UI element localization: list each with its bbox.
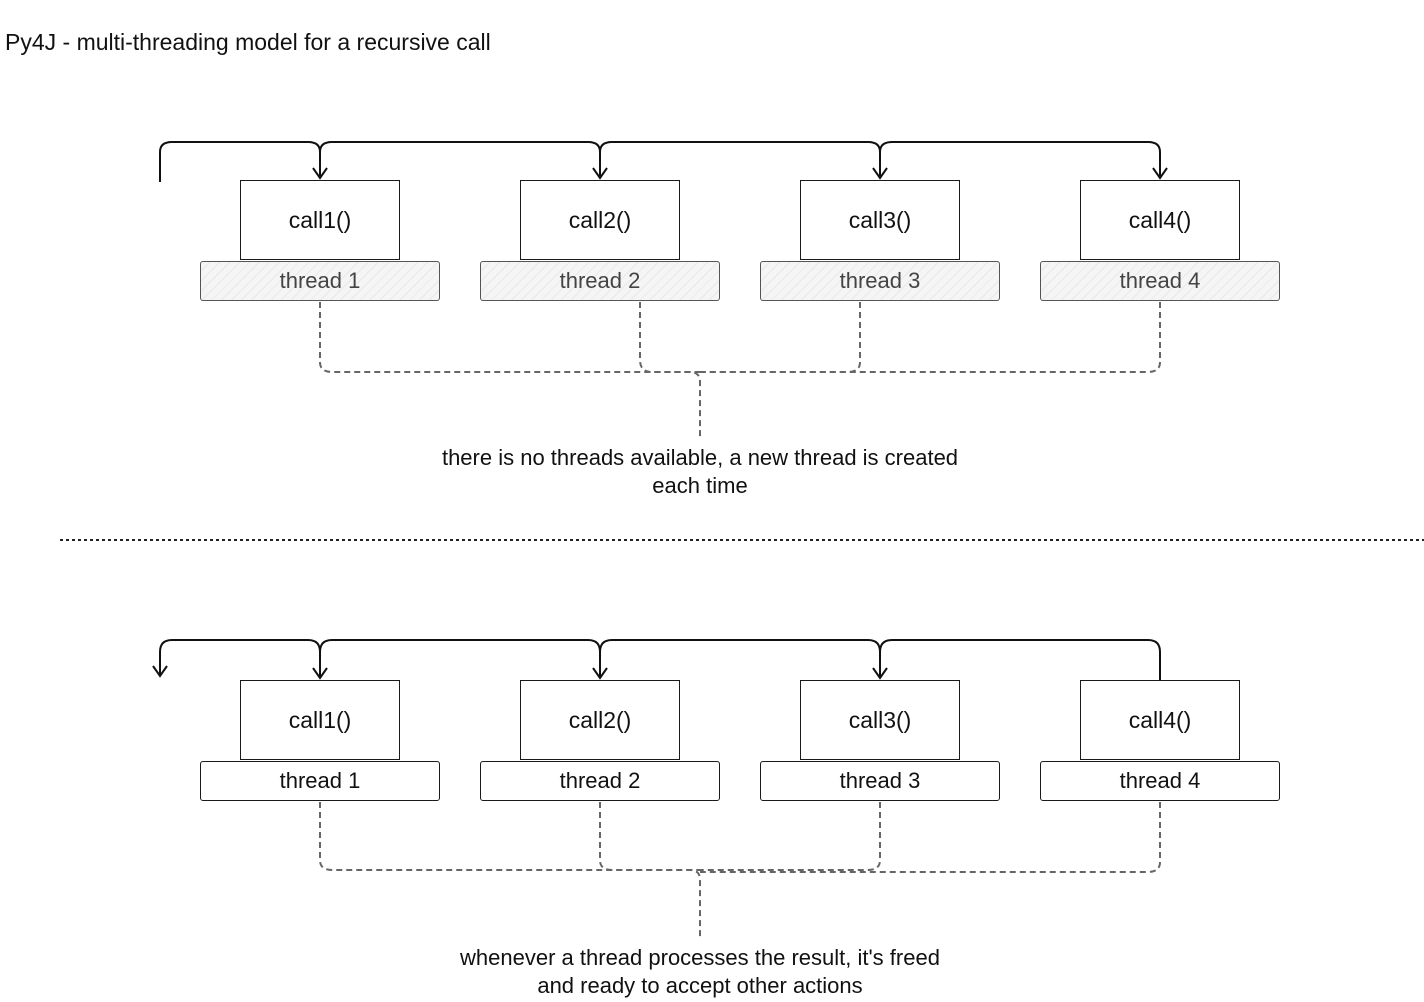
top-note-line-2: each time bbox=[652, 473, 748, 498]
top-arrow-3-4 bbox=[879, 141, 1161, 178]
top-arrow-entry bbox=[159, 141, 321, 182]
bottom-arrow-3-2 bbox=[599, 639, 881, 678]
bottom-note-line-1: whenever a thread processes the result, … bbox=[460, 945, 940, 970]
top-note: there is no threads available, a new thr… bbox=[400, 444, 1000, 500]
top-dash-thread4 bbox=[700, 302, 1161, 373]
bottom-thread-box-4: thread 4 bbox=[1040, 761, 1280, 801]
top-dash-thread3 bbox=[700, 302, 861, 373]
bottom-thread-box-3: thread 3 bbox=[760, 761, 1000, 801]
top-thread-box-1: thread 1 bbox=[200, 261, 440, 301]
bottom-arrow-2-1 bbox=[319, 639, 601, 678]
bottom-thread-box-1: thread 1 bbox=[200, 761, 440, 801]
bottom-call-box-4: call4() bbox=[1080, 680, 1240, 760]
top-call-box-4: call4() bbox=[1080, 180, 1240, 260]
bottom-thread-box-2: thread 2 bbox=[480, 761, 720, 801]
bottom-dash-thread1 bbox=[319, 802, 701, 940]
bottom-arrow-4-3 bbox=[879, 639, 1161, 680]
top-thread-box-3: thread 3 bbox=[760, 261, 1000, 301]
top-dash-thread1 bbox=[319, 302, 701, 440]
top-call-box-2: call2() bbox=[520, 180, 680, 260]
top-thread-box-4: thread 4 bbox=[1040, 261, 1280, 301]
bottom-arrow-exit bbox=[159, 639, 321, 676]
bottom-call-box-2: call2() bbox=[520, 680, 680, 760]
top-dashed-merge bbox=[319, 302, 1161, 440]
top-arrowheads bbox=[312, 167, 1168, 180]
bottom-note-line-2: and ready to accept other actions bbox=[537, 973, 863, 998]
bottom-dash-thread3 bbox=[700, 802, 881, 871]
bottom-note: whenever a thread processes the result, … bbox=[400, 944, 1000, 1000]
bottom-call-box-1: call1() bbox=[240, 680, 400, 760]
top-arrow-2-3 bbox=[599, 141, 881, 178]
diagram-title: Py4J - multi-threading model for a recur… bbox=[5, 29, 491, 55]
bottom-dash-thread2 bbox=[599, 802, 700, 871]
top-dash-thread2 bbox=[639, 302, 700, 373]
top-call-arrows bbox=[159, 141, 1168, 182]
bottom-call-box-3: call3() bbox=[800, 680, 960, 760]
top-thread-box-2: thread 2 bbox=[480, 261, 720, 301]
bottom-arrowheads bbox=[152, 665, 888, 680]
top-note-line-1: there is no threads available, a new thr… bbox=[441, 445, 959, 470]
bottom-dashed-merge bbox=[319, 802, 1161, 940]
top-call-box-3: call3() bbox=[800, 180, 960, 260]
bottom-return-arrows bbox=[152, 639, 1161, 680]
top-arrow-1-2 bbox=[319, 141, 601, 178]
top-call-box-1: call1() bbox=[240, 180, 400, 260]
bottom-dash-thread4 bbox=[700, 802, 1161, 873]
